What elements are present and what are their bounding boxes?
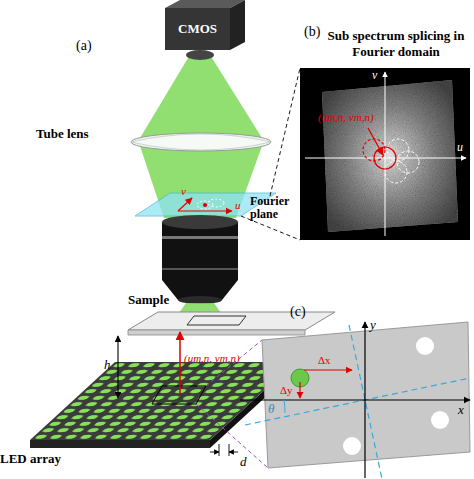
- fourier-plane: [178, 198, 192, 211]
- coordinate-label: (um,n, vm,n): [184, 352, 240, 364]
- camera-body: [230, 0, 245, 50]
- axis-label: v: [181, 185, 186, 197]
- led-array: [30, 362, 295, 440]
- led-array: [30, 440, 210, 448]
- objective-lens: [162, 215, 238, 229]
- pitch-marker: [219, 444, 220, 456]
- camera-label: CMOS: [178, 21, 217, 37]
- sample-plate: [416, 337, 434, 355]
- camera-body: [165, 0, 245, 60]
- leader-line: [241, 68, 300, 240]
- illumination-arrow: [180, 332, 181, 394]
- fourier-plane: [208, 199, 224, 207]
- axis-label: u: [457, 141, 463, 154]
- sample-plate: [299, 382, 300, 398]
- objective-lens: [162, 268, 238, 270]
- pitch-marker: [210, 452, 219, 453]
- sample-plate: [262, 322, 470, 468]
- sample-plate: [431, 411, 449, 429]
- sample-slide: [187, 316, 246, 325]
- panel-tag: (c): [290, 304, 306, 319]
- leader-line: [270, 68, 300, 196]
- pitch-marker: [229, 452, 238, 453]
- tube-lens: [131, 133, 271, 151]
- spectrum-image: [322, 80, 458, 232]
- spectrum-panel: Sub spectrum splicing in Fourier domain: [300, 28, 472, 242]
- axis-label: u: [235, 199, 241, 211]
- dimension-label: d: [240, 455, 247, 469]
- spectrum-image: [368, 128, 383, 155]
- objective-lens: [178, 296, 222, 304]
- component-label: LED array: [0, 452, 61, 466]
- panel-title: Sub spectrum splicing in Fourier domain: [324, 28, 468, 59]
- spectrum-image: [385, 72, 386, 236]
- spectrum-image: [300, 68, 470, 240]
- fourier-plane: [178, 210, 232, 211]
- offset-label: Δy: [280, 384, 293, 396]
- spectrum-image: [363, 139, 385, 161]
- height-arrow: [117, 336, 118, 398]
- camera-body: [186, 50, 214, 60]
- led-array: [30, 362, 295, 440]
- panel-tag: (a): [76, 38, 92, 53]
- objective-lens: [162, 236, 238, 239]
- leader-line: [196, 404, 268, 468]
- offset-label: Δx: [318, 354, 331, 366]
- spectrum-image: [300, 68, 470, 240]
- fourier-plane: [197, 201, 213, 209]
- spectrum-image: [385, 161, 407, 183]
- coordinate-label: (um,n, vm,n): [318, 111, 374, 123]
- led-array: [30, 362, 295, 448]
- sample-plate: [284, 400, 285, 413]
- component-label: Tube lens: [36, 127, 89, 141]
- sample-plate: [245, 378, 470, 425]
- objective-lens: [162, 215, 238, 304]
- pitch-marker: [229, 444, 230, 456]
- objective-lens: [162, 222, 238, 280]
- axis-label: v: [372, 69, 377, 82]
- camera-box: CMOS: [165, 8, 230, 50]
- sample-plate: [304, 369, 352, 370]
- illumination-arrow: [179, 332, 181, 394]
- component-label: Sample: [128, 293, 169, 307]
- camera-body: [165, 8, 230, 50]
- angle-label: θ: [268, 402, 274, 416]
- led-array: [152, 386, 206, 404]
- sample-plate: [240, 322, 470, 479]
- light-beam: [140, 58, 262, 138]
- axis-label: y: [370, 318, 376, 332]
- fourier-plane: [203, 203, 207, 207]
- tube-lens: [131, 133, 271, 151]
- height-arrow: [118, 336, 119, 398]
- panel-tag: (b): [304, 24, 320, 39]
- dimension-label: h: [104, 358, 111, 372]
- sample-slide: [128, 330, 305, 335]
- tube-lens: [131, 134, 271, 150]
- sample-plate: [364, 322, 365, 478]
- sample-plate: [240, 399, 470, 400]
- sample-plate: [343, 437, 361, 455]
- component-label: Fourier plane: [250, 195, 298, 221]
- axis-label: x: [458, 403, 464, 417]
- spectrum-image: [387, 139, 409, 161]
- pitch-marker: [210, 444, 238, 456]
